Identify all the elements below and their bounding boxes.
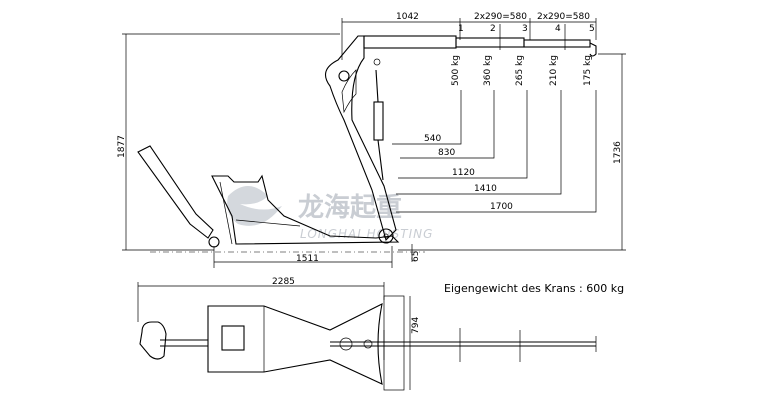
load-2: 360 kg <box>483 55 493 86</box>
base-edge <box>235 219 301 227</box>
cylinder-rod <box>377 139 384 181</box>
push-handle <box>137 145 214 239</box>
pos-num-2: 2 <box>490 24 496 34</box>
load-1: 500 kg <box>451 55 461 86</box>
plan-base <box>207 303 383 385</box>
base-body <box>211 174 400 245</box>
dim-plan-length: 2285 <box>272 277 295 287</box>
pos-num-3: 3 <box>522 24 528 34</box>
dim-ext-1: 2x290=580 <box>474 12 527 22</box>
pos-num-4: 4 <box>555 24 561 34</box>
plan-view: 2285 794 <box>137 277 597 391</box>
mast-slot <box>341 69 357 114</box>
cylinder-rod <box>375 69 379 103</box>
dim-plan-width: 794 <box>411 317 421 334</box>
watermark-cn: 龙海起重 <box>298 193 402 223</box>
watermark-en: LONGHAI HOISTING <box>300 227 433 241</box>
reach-2: 830 <box>438 148 455 158</box>
boom-pivot <box>338 70 350 82</box>
rear-wheel <box>208 236 220 248</box>
hook-icon <box>589 42 597 57</box>
plan-counterweight <box>221 325 245 351</box>
dim-ext-2: 2x290=580 <box>537 12 590 22</box>
dim-base-length: 1511 <box>296 254 319 264</box>
boom-ext-1 <box>455 37 525 48</box>
hydraulic-cylinder <box>373 101 384 141</box>
pos-num-5: 5 <box>589 24 595 34</box>
base-edge <box>219 181 233 245</box>
boom-ext-2 <box>523 39 591 48</box>
reach-3: 1120 <box>452 168 475 178</box>
watermark-logo: 龙海起重 LONGHAI HOISTING <box>227 186 433 241</box>
side-view: 1042 2x290=580 2x290=580 1 2 3 4 5 500 k… <box>117 12 626 268</box>
dim-reach-top: 1042 <box>396 12 419 22</box>
reach-4: 1410 <box>474 184 497 194</box>
load-4: 210 kg <box>549 55 559 86</box>
load-5: 175 kg <box>583 55 593 86</box>
dim-height-hook: 1736 <box>613 141 623 164</box>
mast-arm <box>324 35 397 242</box>
dim-ground-clear: 65 <box>411 251 421 262</box>
pos-num-1: 1 <box>458 24 464 34</box>
front-wheel <box>378 228 394 244</box>
load-3: 265 kg <box>515 55 525 86</box>
boom-main <box>363 35 457 49</box>
plan-handle <box>139 321 167 360</box>
plan-pivot <box>339 337 353 351</box>
reach-1: 540 <box>424 134 441 144</box>
dim-height-total: 1877 <box>117 135 127 158</box>
weight-note: Eigengewicht des Krans : 600 kg <box>444 282 624 295</box>
reach-5: 1700 <box>490 202 513 212</box>
watermark-emblem-icon <box>227 186 282 226</box>
